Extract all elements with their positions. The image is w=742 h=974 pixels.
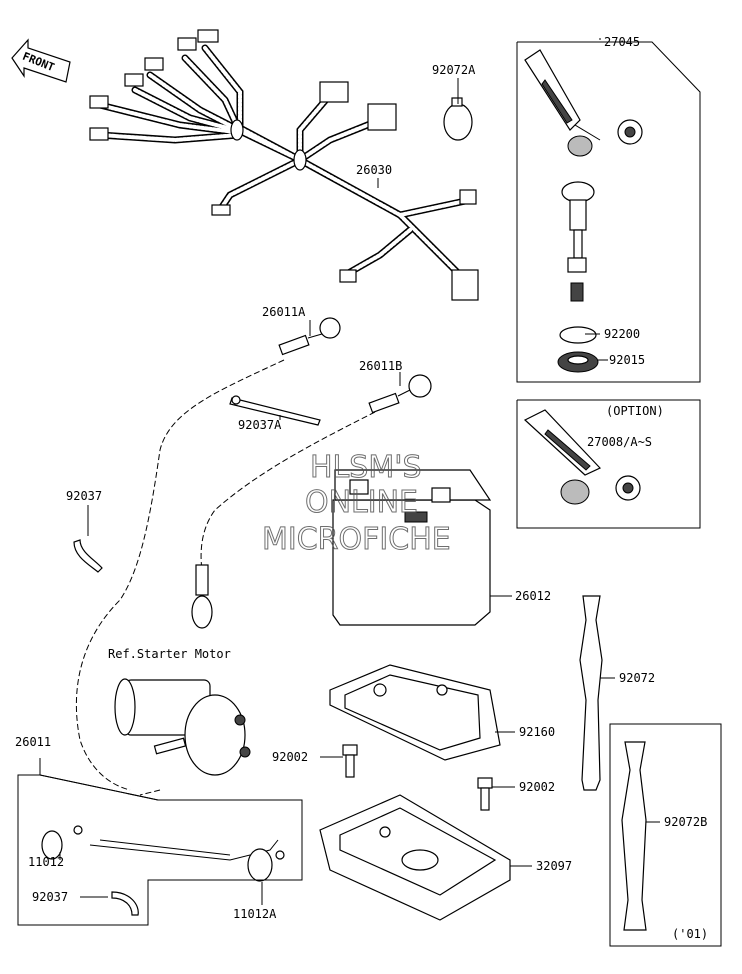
key-set-27045: [524, 49, 643, 373]
cable-26011: [41, 825, 285, 882]
label-92037A: 92037A: [238, 418, 282, 432]
leader-lines: [17, 38, 660, 926]
label-92002-right: 92002: [519, 780, 555, 794]
front-arrow-badge: FRONT: [11, 38, 71, 83]
label-option: (OPTION): [606, 404, 664, 418]
bolt-92002-left: [342, 744, 358, 778]
starter-motor: [114, 678, 251, 776]
strap-92072: [579, 595, 603, 791]
label-92072: 92072: [619, 671, 655, 685]
label-11012: 11012: [28, 855, 64, 869]
label-92037-top: 92037: [66, 489, 102, 503]
battery-case-32097: [319, 794, 511, 921]
cable-26011B: [368, 374, 432, 414]
label-92160: 92160: [519, 725, 555, 739]
label-27045: 27045: [604, 35, 640, 49]
clamp-92037-bottom: [111, 891, 139, 916]
terminal-lower: [191, 564, 213, 629]
clamp-92072A: [443, 97, 473, 141]
label-26012: 26012: [515, 589, 551, 603]
label-92072A: 92072A: [432, 63, 476, 77]
part-labels: 27045 92072A 26030 92200 92015 (OPTION) …: [15, 35, 708, 941]
tie-92037A: [229, 395, 321, 426]
label-26011B: 26011B: [359, 359, 402, 373]
ignition-key-box: [516, 41, 701, 383]
main-harness-26030: [89, 29, 479, 301]
bolt-92002-right: [477, 777, 493, 811]
label-92072B: 92072B: [664, 815, 707, 829]
tray-92160: [329, 664, 501, 761]
watermark-line-3: MICROFICHE: [262, 522, 451, 557]
strap-92072B: [621, 741, 647, 931]
strap-92072B-box: [609, 723, 722, 947]
label-26030: 26030: [356, 163, 392, 177]
label-year-01: ('01): [672, 927, 708, 941]
label-26011: 26011: [15, 735, 51, 749]
label-32097: 32097: [536, 859, 572, 873]
label-26011A: 26011A: [262, 305, 306, 319]
label-92002-left: 92002: [272, 750, 308, 764]
watermark: HLSM'S ONLINE MICROFICHE: [262, 450, 452, 558]
option-key-box: [516, 399, 701, 529]
label-11012A: 11012A: [233, 907, 277, 921]
clamp-92037-top: [73, 539, 103, 573]
watermark-line-1: HLSM'S: [310, 450, 422, 485]
label-27008: 27008/A~S: [587, 435, 652, 449]
battery-26012: [332, 469, 492, 626]
label-92200: 92200: [604, 327, 640, 341]
label-ref-starter-motor: Ref.Starter Motor: [108, 647, 231, 661]
cable-26011A: [278, 317, 341, 356]
cable-routing-dashed: [75, 359, 376, 796]
watermark-line-2: ONLINE: [305, 485, 418, 520]
label-92037-bottom: 92037: [32, 890, 68, 904]
label-92015: 92015: [609, 353, 645, 367]
key-set-27008: [523, 409, 641, 505]
